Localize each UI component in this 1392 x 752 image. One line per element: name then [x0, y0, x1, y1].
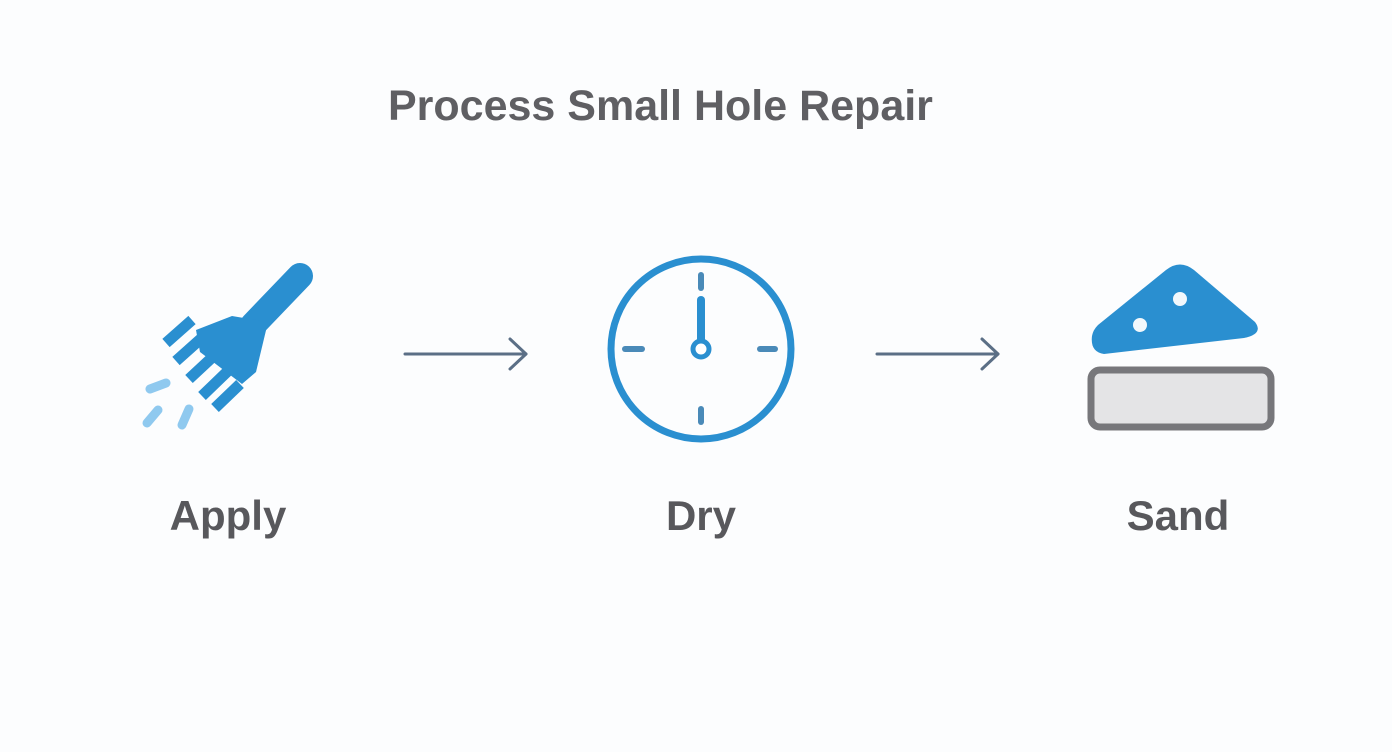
step-label-dry: Dry — [665, 492, 737, 539]
clock-icon — [607, 255, 795, 443]
step-label-apply: Apply — [169, 492, 287, 539]
paintbrush-icon — [142, 263, 313, 430]
step-label-sand: Sand — [1126, 492, 1230, 539]
diagram-title: Process Small Hole Repair — [388, 82, 933, 130]
sanding-block-icon — [1087, 264, 1275, 431]
arrow-right-icon — [403, 337, 528, 371]
arrow-right-icon — [875, 337, 1000, 371]
